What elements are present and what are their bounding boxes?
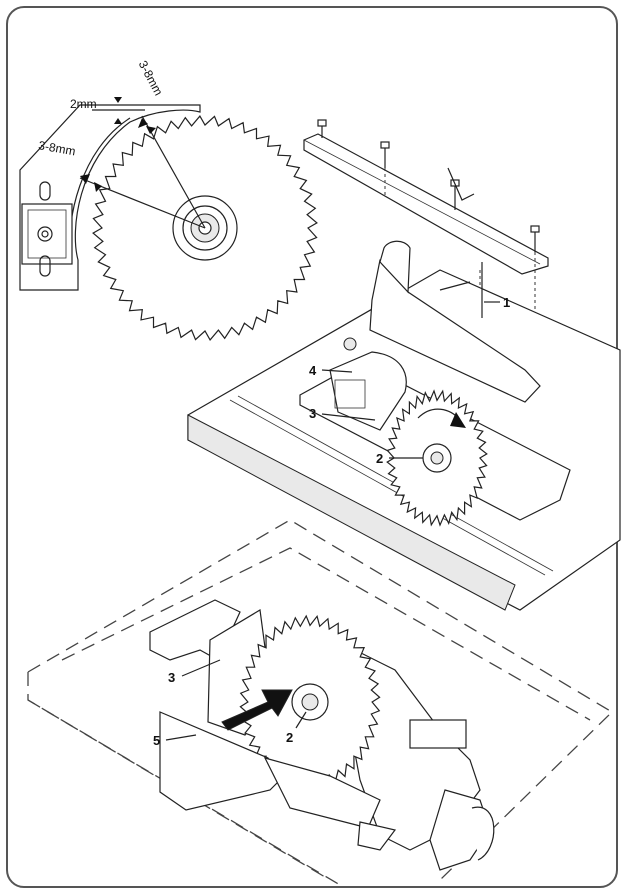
- table-outline-front: [27, 699, 331, 881]
- table-outline-inner: [61, 547, 591, 721]
- callout-4: 4: [309, 363, 317, 378]
- screw-a: [317, 119, 327, 138]
- table-groove-a: [229, 399, 546, 576]
- callout-1: 1: [503, 295, 510, 310]
- dim-arrow-side-b: [94, 182, 102, 192]
- guard-tail: [357, 821, 397, 851]
- knife-mount-upper: [334, 379, 366, 409]
- table-front-side: [187, 414, 516, 611]
- dim-label-2mm: 2mm: [70, 97, 97, 111]
- knife-bracket-inner: [27, 209, 67, 259]
- leader-5: [165, 734, 197, 741]
- callout-2-lower: 2: [286, 730, 293, 745]
- bar-edge: [303, 139, 541, 265]
- dim-arrow-radial-b: [146, 126, 156, 134]
- allen-key: [447, 167, 475, 201]
- insert-arrow: [221, 689, 293, 731]
- dim-label-3-8mm-side: 3-8mm: [37, 138, 76, 158]
- leader-2-lower: [295, 711, 307, 729]
- bracket-bolt-center: [41, 230, 49, 238]
- upper-assembly: 1 4 3 2: [187, 119, 621, 611]
- blade-lower-nut: [301, 693, 319, 711]
- knife-bracket: [21, 203, 73, 265]
- knife-slot-lower: [39, 255, 51, 277]
- motor-bracket: [409, 719, 467, 749]
- bracket-bolt: [37, 226, 53, 242]
- handle-loop: [471, 806, 495, 861]
- callout-2-upper: 2: [376, 451, 383, 466]
- leader-4: [321, 369, 353, 373]
- leader-3-lower: [181, 659, 221, 677]
- callout-3-upper: 3: [309, 406, 316, 421]
- blade-hub-ring: [182, 205, 228, 251]
- screw-b: [380, 141, 390, 168]
- guard-plate-long: [263, 757, 381, 829]
- rotation-arrowhead: [450, 412, 466, 428]
- callout-3-lower: 3: [168, 670, 175, 685]
- screw-d: [530, 225, 540, 252]
- dim-radial-top: [141, 115, 206, 229]
- dim-arrow-top-b: [114, 118, 122, 124]
- dim-label-3-8mm-top: 3-8mm: [136, 58, 166, 98]
- callout-5: 5: [153, 733, 160, 748]
- tilt-knob: [343, 337, 357, 351]
- leader-3-upper: [321, 413, 376, 421]
- lower-assembly: 3 2 5: [27, 519, 614, 886]
- blade-upper-nut: [430, 451, 444, 465]
- dim-arrow-top-a: [114, 97, 122, 103]
- knife-slot-upper: [39, 181, 51, 201]
- dust-port: [379, 240, 411, 294]
- detail-view: 2mm 3-8mm 3-8mm: [19, 58, 318, 341]
- dim-arrow-radial-a: [138, 118, 148, 128]
- guard-bolt: [439, 281, 471, 291]
- dim-arrow-side-a: [80, 174, 90, 184]
